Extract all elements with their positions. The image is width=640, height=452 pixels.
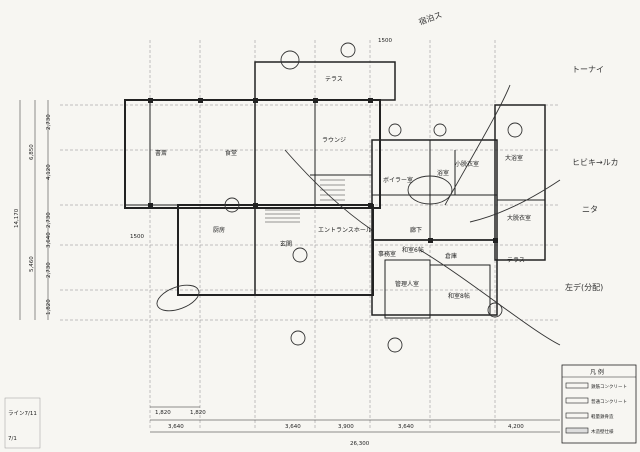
footer-notes: ライン7/11 7/1 [4,397,41,449]
dim-top-1500: 1500 [378,38,392,44]
legend-item-3: 軽量鉄骨造 [591,413,614,420]
dim-left-2: 4,120 [46,164,52,180]
dim-left-outer-2: 5,460 [29,256,35,272]
room-storage: 倉庫 [445,252,457,260]
dim-left-6: 1,820 [46,299,52,315]
room-big-bath: 大浴室 [505,154,523,162]
room-dining: 食堂 [225,149,237,157]
legend-item-1: 鉄筋コンクリート [591,383,627,390]
dim-bottom-small-2: 1,820 [190,410,206,416]
annotation-right-2: ヒビキ→ルカ [572,158,618,167]
dim-bottom-5: 4,200 [508,424,524,430]
footer-line-1: ライン7/11 [8,410,37,417]
room-boiler: ボイラー室 [383,176,413,184]
dim-bottom-4: 3,640 [398,424,414,430]
dim-bottom-3: 3,900 [338,424,354,430]
room-terrace-top: テラス [325,76,343,83]
room-entrance-hall: エントランスホール [318,227,372,234]
dim-left-4: 3,640 [46,232,52,248]
walls [124,61,546,319]
room-big-closet: 大脱衣室 [507,214,531,222]
dim-left-outer-3: 14,170 [14,208,20,228]
room-staff: 管理人室 [395,280,419,288]
annotation-top: 宿泊ス [417,9,443,27]
legend-item-2: 普通コンクリート [591,398,627,405]
room-lounge: ラウンジ [322,136,346,144]
dim-left-1500: 1500 [130,234,144,240]
annotation-right-4: 左デ(分配) [565,282,603,292]
room-terrace-right: テラス [507,257,525,264]
room-kitchen: 厨房 [213,226,225,234]
dimension-labels: 1500 1500 26,300 3,640 3,640 3,900 3,640… [14,38,524,447]
room-8: 和室8帖 [448,292,470,300]
dim-bottom-small-1: 1,820 [155,410,171,416]
columns [148,98,498,243]
legend-item-4: 木造壁仕様 [591,428,614,435]
legend: 凡 例 鉄筋コンクリート 普通コンクリート 軽量鉄骨造 木造壁仕様 [561,364,637,444]
annotation-right-1: トーナイ [572,65,604,74]
room-entrance: 玄関 [280,240,292,248]
annotation-right-3: ニタ [582,205,598,214]
dim-left-outer-1: 6,850 [29,144,35,160]
hand-annotations: 宿泊ス トーナイ ヒビキ→ルカ ニタ 左デ(分配) [417,9,618,292]
room-small-closet: 小脱衣室 [455,160,479,168]
dim-left-3: 2,730 [46,212,52,228]
room-bath: 浴室 [437,169,449,177]
room-labels: 書斎 食堂 ラウンジ テラス 厨房 玄関 エントランスホール 廊下 ボイラー室 … [155,76,531,300]
room-study: 書斎 [155,149,167,157]
room-office: 事務室 [378,250,396,258]
dimension-lines [19,100,560,433]
stairs [265,179,345,223]
footer-line-2: 7/1 [8,436,17,442]
dim-bottom-2: 3,640 [285,424,301,430]
dim-left-5: 2,730 [46,262,52,278]
dim-left-1: 2,730 [46,114,52,130]
room-corridor: 廊下 [410,226,422,234]
hand-strokes [156,42,561,353]
legend-title: 凡 例 [590,368,604,376]
room-6: 和室6帖 [402,246,424,254]
dim-total-width: 26,300 [350,441,370,447]
dim-bottom-1: 3,640 [168,424,184,430]
